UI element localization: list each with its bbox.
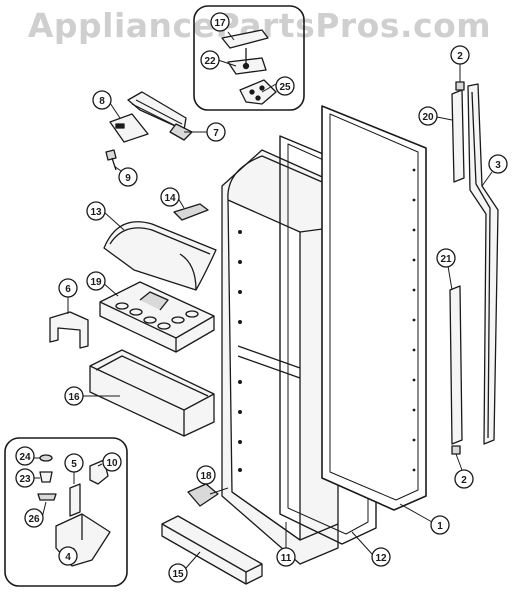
callout-5: 5 — [64, 453, 84, 473]
callout-16: 16 — [64, 386, 84, 406]
svg-text:12: 12 — [375, 553, 387, 564]
part-handle-strip-upper — [451, 89, 465, 183]
callout-13: 13 — [86, 201, 106, 221]
callout-2-top: 2 — [450, 45, 470, 65]
svg-text:15: 15 — [172, 569, 184, 580]
part-door-bin — [89, 349, 215, 437]
callout-2-bottom: 2 — [454, 469, 474, 489]
part-outer-door — [321, 105, 427, 511]
svg-text:13: 13 — [90, 207, 102, 218]
part-clip-14 — [173, 203, 209, 221]
svg-text:7: 7 — [213, 128, 219, 139]
svg-text:24: 24 — [19, 452, 31, 463]
svg-text:5: 5 — [71, 459, 77, 470]
part-door-shelf-bar — [161, 515, 263, 585]
callout-9: 9 — [118, 167, 138, 187]
callout-12: 12 — [371, 547, 391, 567]
svg-text:21: 21 — [440, 254, 452, 265]
svg-text:2: 2 — [457, 51, 463, 62]
callout-22: 22 — [200, 50, 220, 70]
svg-text:22: 22 — [204, 56, 216, 67]
callout-24: 24 — [15, 446, 35, 466]
svg-text:17: 17 — [214, 18, 226, 29]
part-hinge-bracket — [109, 91, 193, 143]
svg-text:8: 8 — [99, 96, 105, 107]
part-screw — [105, 149, 117, 171]
part-end-cap-top — [455, 81, 465, 91]
callout-4: 4 — [58, 546, 78, 566]
callout-6: 6 — [58, 278, 78, 298]
part-door-handle — [467, 83, 499, 445]
leader-lines — [34, 31, 493, 569]
svg-text:4: 4 — [65, 552, 71, 563]
callout-11: 11 — [276, 547, 296, 567]
callout-14: 14 — [160, 187, 180, 207]
svg-text:2: 2 — [461, 475, 467, 486]
svg-text:10: 10 — [106, 458, 118, 469]
part-handle-strip-lower — [449, 285, 463, 445]
svg-text:6: 6 — [65, 284, 71, 295]
callout-3: 3 — [488, 154, 508, 174]
svg-text:3: 3 — [495, 160, 501, 171]
callout-10: 10 — [102, 452, 122, 472]
callout-17: 17 — [210, 12, 230, 32]
inset-hinge-group — [193, 5, 305, 111]
part-end-cap-bottom — [451, 445, 461, 455]
callout-8: 8 — [92, 90, 112, 110]
svg-text:16: 16 — [68, 392, 80, 403]
part-bin-bracket — [49, 311, 89, 349]
callout-26: 26 — [24, 508, 44, 528]
callout-15: 15 — [168, 563, 188, 583]
callout-1: 1 — [430, 515, 450, 535]
svg-text:18: 18 — [200, 471, 212, 482]
callout-25: 25 — [275, 76, 295, 96]
svg-text:11: 11 — [281, 553, 292, 564]
svg-text:14: 14 — [164, 193, 176, 204]
callout-19: 19 — [86, 271, 106, 291]
svg-text:26: 26 — [28, 514, 40, 525]
part-cover-18 — [187, 483, 219, 507]
svg-text:1: 1 — [437, 521, 443, 532]
svg-text:23: 23 — [19, 474, 31, 485]
callout-18: 18 — [196, 465, 216, 485]
svg-text:25: 25 — [279, 82, 291, 93]
callout-23: 23 — [15, 468, 35, 488]
callout-7: 7 — [206, 122, 226, 142]
part-shelf-cover — [103, 221, 217, 291]
svg-text:20: 20 — [422, 112, 434, 123]
callout-20: 20 — [418, 106, 438, 126]
svg-text:9: 9 — [125, 173, 131, 184]
callout-21: 21 — [436, 248, 456, 268]
part-egg-tray — [99, 281, 215, 353]
svg-text:19: 19 — [90, 277, 102, 288]
